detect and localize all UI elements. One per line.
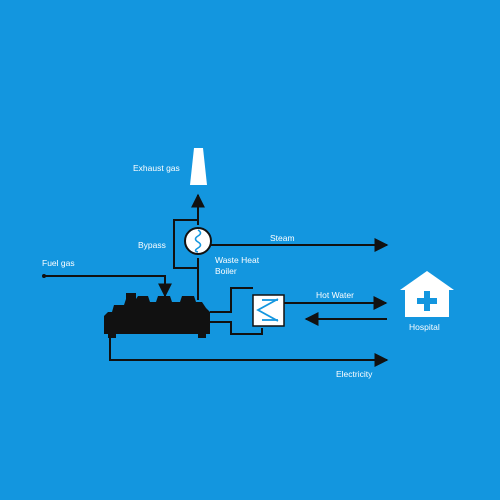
chimney-icon [190,148,207,185]
hot-water-label: Hot Water [316,290,354,300]
waste-heat-boiler-label-line1: Waste Heat [215,255,260,265]
bypass-label: Bypass [138,240,166,250]
electricity-label: Electricity [336,369,373,379]
steam-label: Steam [270,233,295,243]
hospital-label: Hospital [409,322,440,332]
bypass-pipe [173,219,198,269]
electricity-line [109,334,389,367]
gas-engine-icon [104,293,210,338]
waste-heat-boiler-label-line2: Boiler [215,266,237,276]
hospital-icon [400,271,454,317]
engine-hot-water-return [210,321,263,335]
exhaust-gas-label: Exhaust gas [133,163,180,173]
heat-exchanger-icon [252,294,285,327]
waste-heat-boiler-icon [184,227,212,255]
fuel-gas-label: Fuel gas [42,258,75,268]
fuel-gas-line [44,275,172,298]
engine-hot-water-out [210,287,253,313]
